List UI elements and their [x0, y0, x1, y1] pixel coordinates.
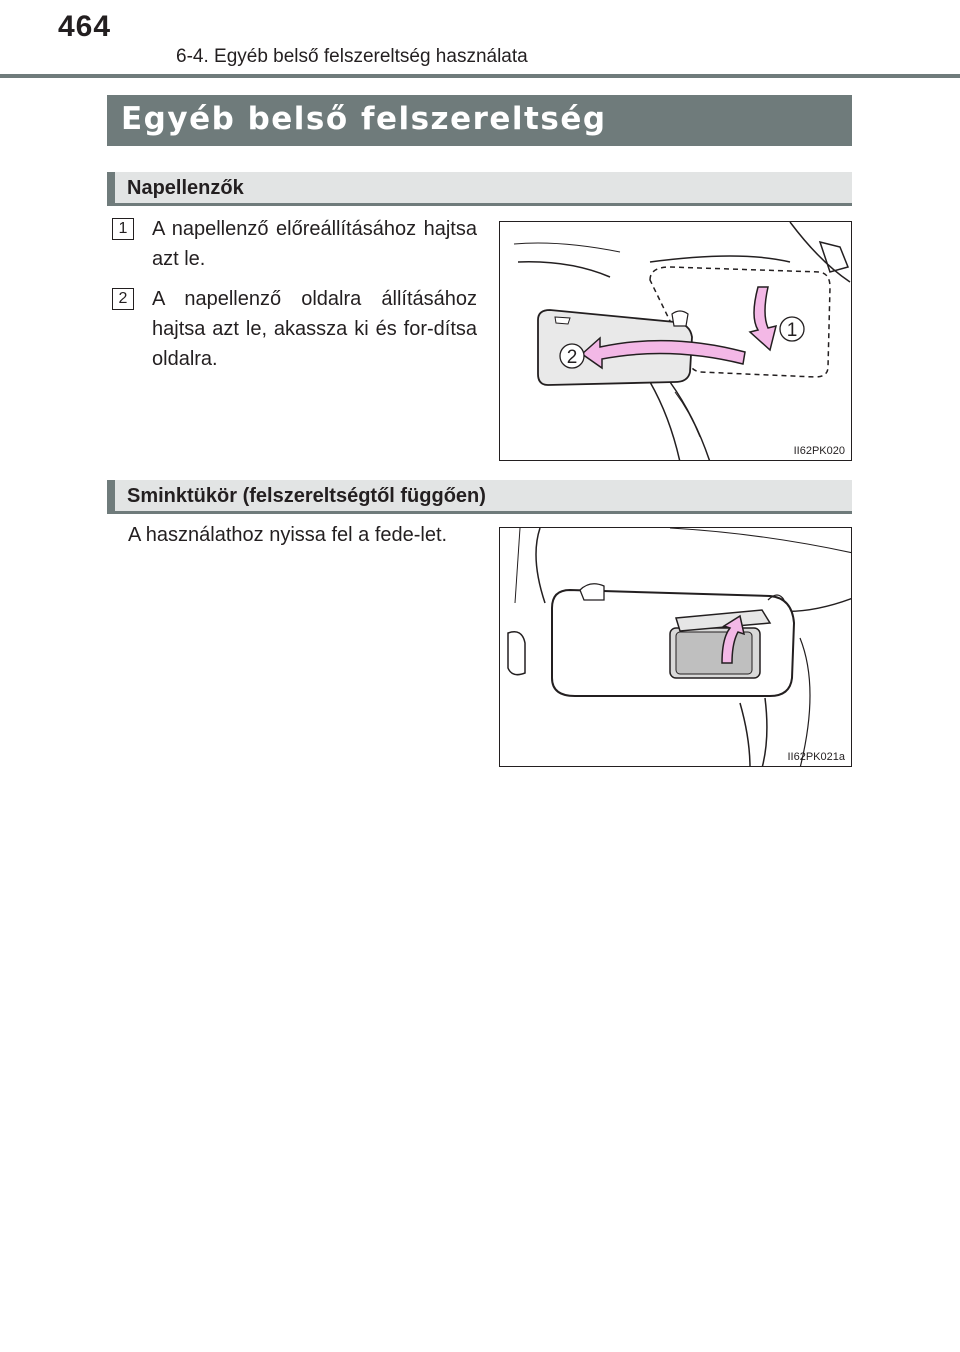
main-title: Egyéb belső felszereltség — [121, 101, 607, 137]
figure-code: II62PK021a — [787, 751, 846, 763]
page-number: 464 — [58, 10, 112, 43]
running-title: 6-4. Egyéb belső felszereltség használat… — [176, 46, 528, 67]
section-heading-text: Napellenzők — [127, 177, 244, 199]
main-title-bar: Egyéb belső felszereltség — [107, 95, 852, 146]
callout-1-label: 1 — [787, 320, 798, 341]
body-paragraph: A használathoz nyissa fel a fede-let. — [128, 524, 448, 546]
item-number-badge: 2 — [112, 288, 134, 310]
section-heading-text: Sminktükör (felszereltségtől függően) — [127, 485, 486, 507]
vanity-mirror-illustration: II62PK021a — [499, 527, 852, 767]
sun-visor-illustration: 1 2 II62PK020 — [499, 221, 852, 461]
item-number-badge: 1 — [112, 218, 134, 240]
callout-1 — [779, 316, 805, 342]
section-heading-vanity-mirror: Sminktükör (felszereltségtől függően) — [107, 480, 852, 514]
item-text: A napellenző oldalra állításához hajtsa … — [152, 288, 477, 370]
section-heading-sun-visors: Napellenzők — [107, 172, 852, 206]
callout-2 — [559, 343, 585, 369]
list-item: 1 A napellenző előreállításához hajtsa a… — [112, 214, 477, 274]
sun-visor-drawing: 1 2 — [513, 222, 851, 460]
item-text: A napellenző előreállításához hajtsa azt… — [152, 218, 477, 270]
list-item: 2 A napellenző oldalra állításához hajts… — [112, 284, 477, 374]
figure-code: II62PK020 — [793, 445, 845, 457]
callout-2-label: 2 — [567, 347, 578, 368]
header-rule — [0, 74, 960, 78]
vanity-mirror-drawing — [507, 528, 851, 766]
